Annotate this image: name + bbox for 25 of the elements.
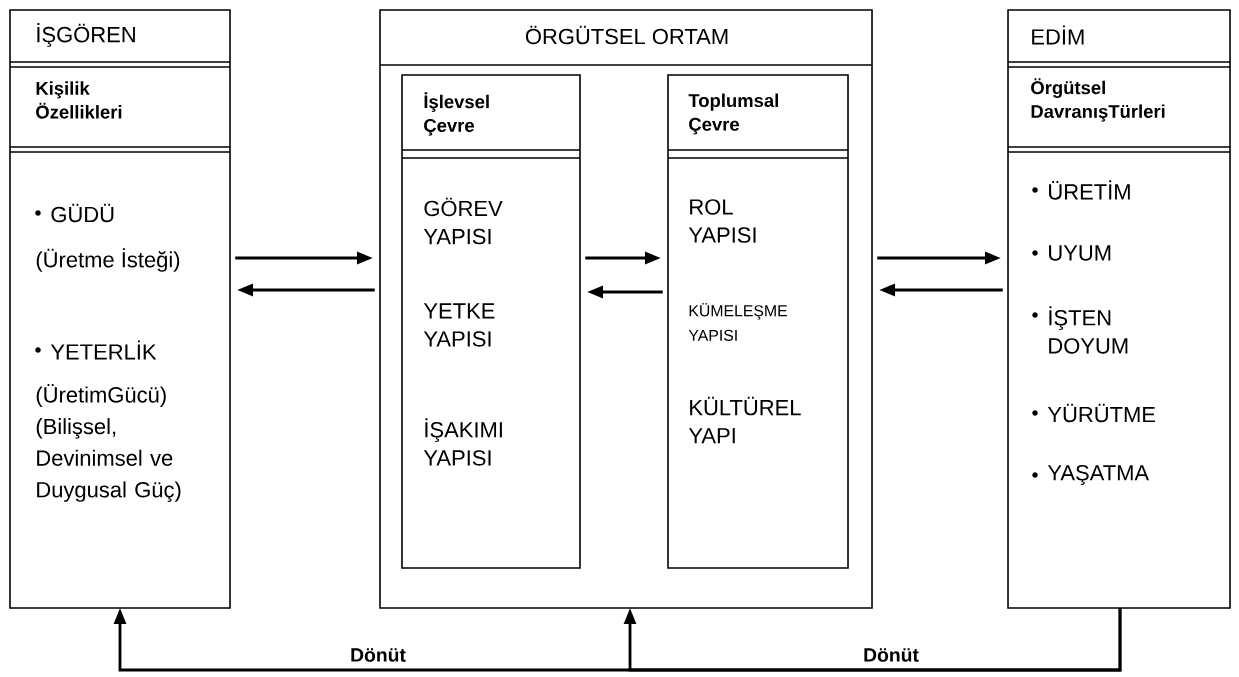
item-note: (ÜretimGücü) (Bilişsel, Devinimsel ve Duygusal Güç) — [36, 384, 181, 502]
column-heading: İŞGÖREN — [37, 23, 135, 47]
edge-label: Dönüt — [861, 646, 921, 664]
list-item: KÜMELEŞME YAPISI — [688, 303, 787, 341]
list-item: GÖREV YAPISI — [423, 197, 503, 245]
list-item: GÜDÜ — [35, 203, 114, 223]
list-item: YETKE YAPISI — [423, 303, 495, 347]
list-item: ÜRETİM — [1032, 180, 1130, 200]
list-item: UYUM — [1032, 245, 1111, 261]
list-item: (Üretme İsteği) — [36, 248, 180, 272]
list-item: YÜRÜTME — [1032, 403, 1155, 423]
section-heading: Örgütsel DavranışTürleri — [1031, 78, 1165, 122]
list-item: ROL YAPISI — [688, 199, 756, 243]
list-item: İŞTEN DOYUM — [1032, 306, 1128, 354]
section-heading: İşlevsel Çevre — [424, 92, 489, 136]
arrow — [623, 608, 1122, 672]
list-item: YETERLİK — [35, 340, 157, 360]
list-item: KÜLTÜREL YAPI — [688, 396, 801, 444]
list-item: YAŞATMA — [1032, 465, 1150, 485]
edge-label: Dönüt — [348, 646, 408, 664]
column-heading: ÖRGÜTSEL ORTAM — [525, 25, 728, 45]
section-heading: Toplumsal Çevre — [688, 93, 778, 135]
column-heading: EDİM — [1032, 25, 1084, 45]
section-heading: Kişilik Özellikleri — [36, 81, 122, 119]
list-item: İŞAKIMI YAPISI — [423, 418, 502, 466]
